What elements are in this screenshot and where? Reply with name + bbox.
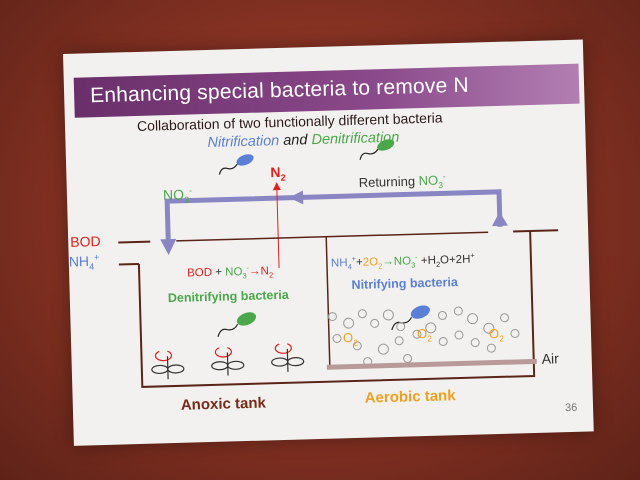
mixer-icon [151,350,185,380]
o2-label: O2 [342,330,359,348]
nh4-label: NH4+ [68,252,100,272]
n2-label: N2 [270,163,286,183]
slide: Enhancing special bacteria to remove N C… [63,39,594,446]
returning-no3-label: Returning NO3- [358,171,446,191]
denitrification-reaction: BOD + NO3-→N2 [187,262,274,281]
nitrifying-bacterium-icon [218,154,254,175]
returning-arrow [160,189,508,256]
air-bubbles [327,306,520,367]
o2-label: O2 [488,325,505,344]
anoxic-tank-label: Anoxic tank [180,394,267,414]
mixer-icon [211,346,245,376]
nitrifying-bacteria-label: Nitrifying bacteria [351,275,458,293]
page-number: 36 [564,401,578,415]
mixer-icon [271,343,305,372]
denitrifying-bacterium-icon-top [359,139,395,160]
denitrifying-bacterium-icon-tank [217,312,257,337]
aerobic-tank-label: Aerobic tank [364,387,456,407]
air-pipe [326,358,537,370]
o2-label: O2 [416,325,433,344]
no3-left-label: NO3- [162,185,193,206]
nitrogen-removal-diagram [118,139,559,388]
air-label: Air [541,350,560,367]
tank-outline [118,229,559,388]
bod-label: BOD [70,233,101,250]
n2-release-arrow [272,182,281,269]
